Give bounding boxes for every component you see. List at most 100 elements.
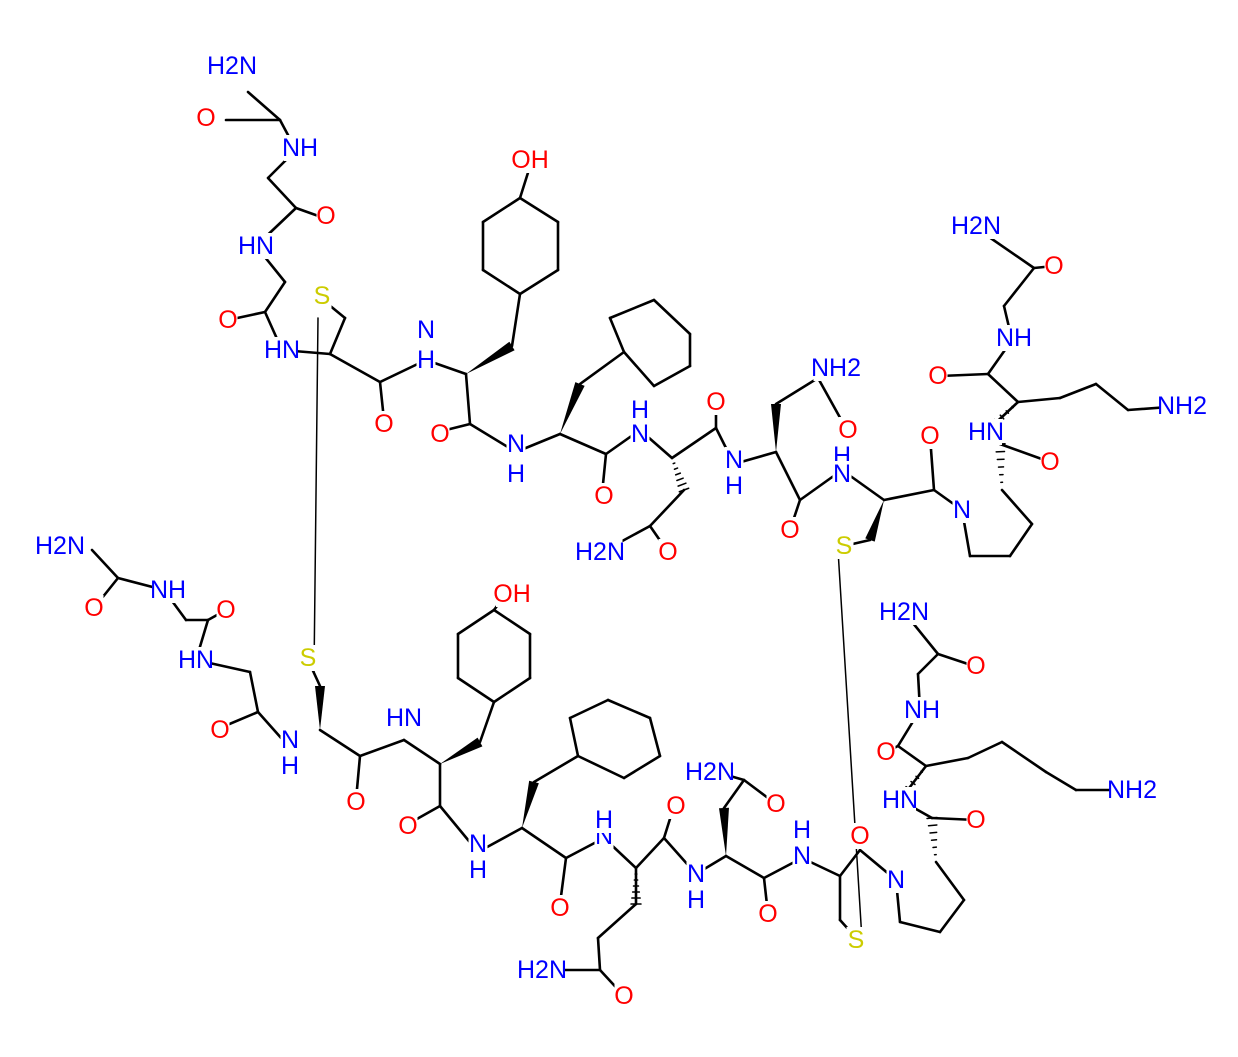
label-background bbox=[496, 581, 528, 607]
atom-label-text: N bbox=[725, 446, 743, 474]
bond bbox=[464, 372, 472, 426]
bond bbox=[938, 372, 990, 378]
atom-label-hn: HN bbox=[386, 704, 422, 732]
bond bbox=[924, 756, 970, 768]
atom-label-s: S bbox=[846, 926, 866, 954]
hash-bond-stroke bbox=[672, 462, 676, 465]
label-background bbox=[666, 793, 686, 819]
atom-label-text: NH2 bbox=[1157, 392, 1207, 420]
atom-label-n: N bbox=[886, 866, 906, 894]
wedge-bond bbox=[560, 382, 585, 434]
label-background bbox=[514, 147, 546, 173]
bond bbox=[634, 836, 666, 870]
atom-label-text: O bbox=[1040, 448, 1059, 476]
label-background bbox=[280, 753, 300, 779]
label-background bbox=[952, 497, 972, 523]
bond bbox=[263, 280, 287, 314]
atom-label-text: N bbox=[833, 460, 851, 488]
atom-label-o: O bbox=[780, 516, 799, 544]
atom-label-n: N bbox=[686, 860, 706, 888]
label-background bbox=[266, 337, 298, 363]
hash-bond-stroke bbox=[929, 831, 938, 834]
atom-label-s: S bbox=[312, 282, 332, 310]
atom-label-text: N bbox=[417, 316, 435, 344]
atom-label-text: HN bbox=[968, 418, 1004, 446]
atom-label-text: O bbox=[920, 422, 939, 450]
label-background bbox=[594, 483, 614, 509]
bond bbox=[896, 744, 928, 768]
atom-label-hn: HN bbox=[264, 336, 300, 364]
atom-label-o: O bbox=[658, 538, 677, 566]
atom-label-text: O bbox=[316, 202, 335, 230]
atom-label-text: N bbox=[953, 496, 971, 524]
atom-label-text: HN bbox=[386, 704, 422, 732]
atom-label-nh: NH bbox=[996, 324, 1032, 352]
bond bbox=[328, 352, 382, 384]
bond bbox=[576, 754, 626, 780]
bond bbox=[966, 740, 1004, 760]
label-background bbox=[416, 347, 436, 373]
atom-label-text: H2N bbox=[879, 598, 929, 626]
label-background bbox=[881, 599, 927, 625]
hash-bond-stroke bbox=[1011, 405, 1014, 409]
label-background bbox=[152, 577, 184, 603]
atom-label-text: O bbox=[346, 788, 365, 816]
atom-label-text: O bbox=[838, 416, 857, 444]
atom-label-h: H bbox=[792, 816, 812, 844]
atom-label-hn: HN bbox=[882, 786, 918, 814]
bond bbox=[456, 676, 496, 704]
atom-label-o: O bbox=[614, 982, 633, 1010]
atom-label-text: NH bbox=[282, 134, 318, 162]
atom-label-n: N bbox=[416, 316, 436, 344]
bond bbox=[532, 754, 580, 784]
atom-label-hn: HN bbox=[238, 232, 274, 260]
atom-label-o: O bbox=[398, 812, 417, 840]
label-background bbox=[374, 411, 394, 437]
label-background bbox=[37, 533, 83, 559]
label-background bbox=[686, 887, 706, 913]
label-background bbox=[630, 397, 650, 423]
atom-label-text: NH2 bbox=[1107, 776, 1157, 804]
atom-label-text: O bbox=[614, 982, 633, 1010]
atom-label-o: O bbox=[758, 900, 777, 928]
atom-label-text: H bbox=[595, 806, 613, 834]
bond bbox=[456, 608, 496, 636]
atom-label-text: S bbox=[848, 926, 865, 954]
hash-bond-stroke bbox=[673, 467, 679, 471]
atom-label-o: O bbox=[316, 202, 335, 230]
label-background bbox=[966, 653, 986, 679]
atom-label-text: N bbox=[793, 842, 811, 870]
label-background bbox=[658, 539, 678, 565]
atom-label-h: H bbox=[506, 460, 526, 488]
bond bbox=[568, 698, 610, 720]
bond bbox=[938, 898, 966, 934]
bond bbox=[481, 196, 522, 224]
bond bbox=[648, 716, 662, 758]
atom-label-text: H bbox=[687, 886, 705, 914]
atom-label-text: O bbox=[398, 812, 417, 840]
atom-label-o: O bbox=[210, 716, 229, 744]
label-background bbox=[388, 705, 420, 731]
atom-label-text: O bbox=[658, 538, 677, 566]
atom-label-text: O bbox=[218, 306, 237, 334]
label-background bbox=[180, 647, 212, 673]
label-background bbox=[550, 895, 570, 921]
atom-label-o: O bbox=[1040, 448, 1059, 476]
atom-label-text: HN bbox=[264, 336, 300, 364]
atom-label-o: O bbox=[430, 420, 449, 448]
atom-label-text: OH bbox=[493, 580, 531, 608]
atom-label-h2n: H2N bbox=[575, 538, 625, 566]
bond bbox=[248, 670, 260, 714]
atom-label-text: H2N bbox=[517, 956, 567, 984]
atom-label-h: H bbox=[594, 806, 614, 834]
label-background bbox=[218, 307, 238, 333]
label-background bbox=[614, 983, 634, 1009]
label-background bbox=[84, 595, 104, 621]
label-background bbox=[886, 867, 906, 893]
atom-label-text: O bbox=[196, 104, 215, 132]
label-background bbox=[953, 213, 999, 239]
atom-label-nh: NH bbox=[282, 134, 318, 162]
disulfide-bond bbox=[837, 549, 863, 941]
atom-label-text: H2N bbox=[951, 212, 1001, 240]
